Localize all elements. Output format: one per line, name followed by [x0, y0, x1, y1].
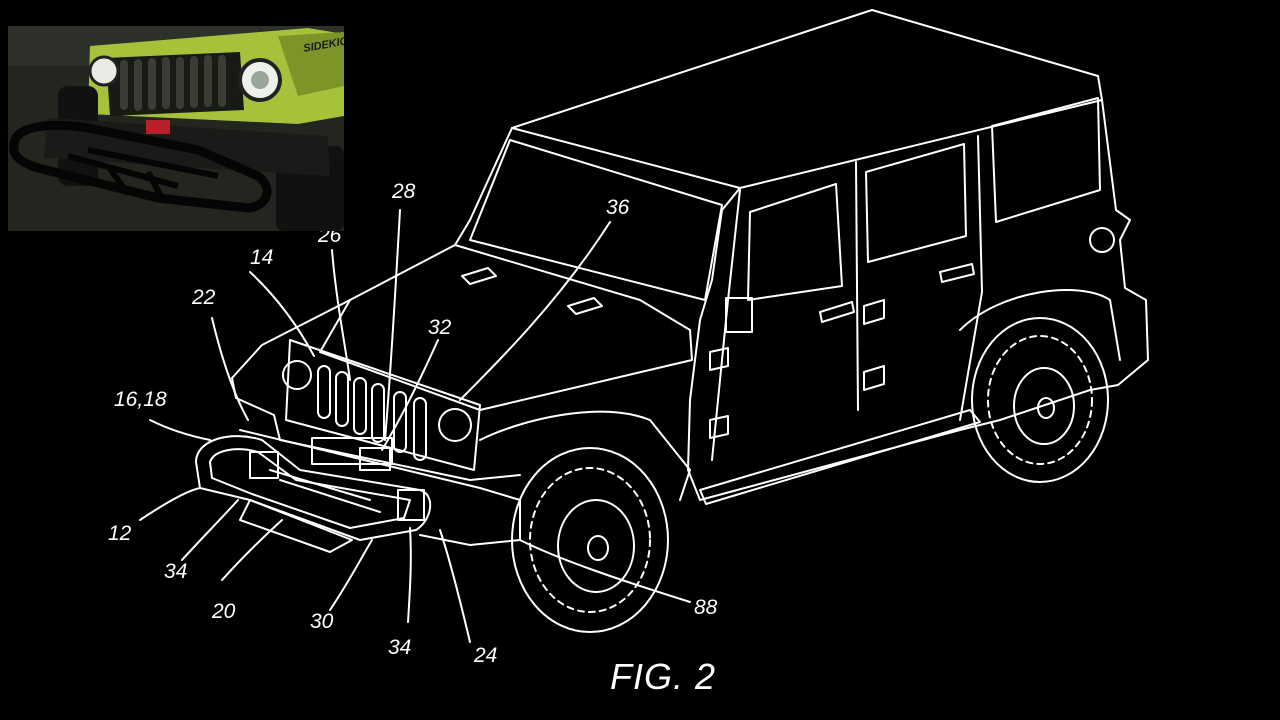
ref-label-34a: 34: [164, 560, 187, 583]
ref-label-12: 12: [108, 522, 132, 545]
front-door-window: [747, 183, 843, 301]
door-seams: [711, 135, 983, 461]
headlight-right: [438, 408, 472, 442]
vehicle-body-outline: [231, 99, 1149, 501]
ref-label-16-18: 16,18: [114, 388, 167, 411]
ref-label-14: 14: [250, 246, 273, 269]
windshield: [469, 139, 723, 301]
ref-label-30: 30: [310, 610, 334, 633]
ref-label-36: 36: [606, 196, 630, 219]
tow-hook-right: [397, 489, 425, 521]
ref-label-88: 88: [694, 596, 718, 619]
door-hinges: [709, 299, 885, 439]
hood: [319, 244, 693, 411]
winch-housing: [311, 437, 393, 465]
running-board: [699, 409, 981, 505]
reference-labels: 12 14 16,18 20 22 24 26 28 30 32 34 34 3…: [108, 180, 718, 667]
inset-winch: [146, 120, 170, 134]
inset-illustration: SIDEKICK: [8, 26, 344, 231]
ref-label-22: 22: [191, 286, 216, 309]
grille-slots: [317, 365, 427, 461]
figure-caption: FIG. 2: [610, 656, 717, 697]
vehicle-photo-inset: SIDEKICK: [8, 26, 344, 231]
front-door-handle: [819, 301, 855, 323]
hood-vent-right: [567, 297, 603, 315]
inset-headlight-left: [88, 55, 120, 87]
rear-fender-flare: [959, 289, 1121, 361]
headlight-left: [282, 360, 312, 390]
vehicle-roof: [511, 9, 1103, 189]
ref-label-20: 20: [211, 600, 236, 623]
rear-door-handle: [939, 263, 975, 283]
rear-wheel: [971, 317, 1109, 483]
bumper-bar: [239, 429, 521, 546]
front-fender-flare: [479, 410, 691, 501]
inset-bull-bar: [9, 120, 272, 213]
rear-door-window: [865, 143, 967, 263]
skid-plate: [239, 469, 381, 553]
ref-label-32: 32: [428, 316, 452, 339]
tow-hook-left: [249, 451, 279, 479]
leader-lines: [139, 209, 691, 643]
ref-label-28: 28: [391, 180, 416, 203]
fuel-door: [1089, 227, 1115, 253]
ref-label-34b: 34: [388, 636, 411, 659]
rear-quarter-window: [991, 97, 1101, 223]
winch-block: [359, 447, 391, 471]
side-mirror: [725, 297, 753, 333]
ref-label-24: 24: [473, 644, 497, 667]
front-wheel: [511, 447, 669, 633]
hood-vent-left: [461, 267, 497, 285]
